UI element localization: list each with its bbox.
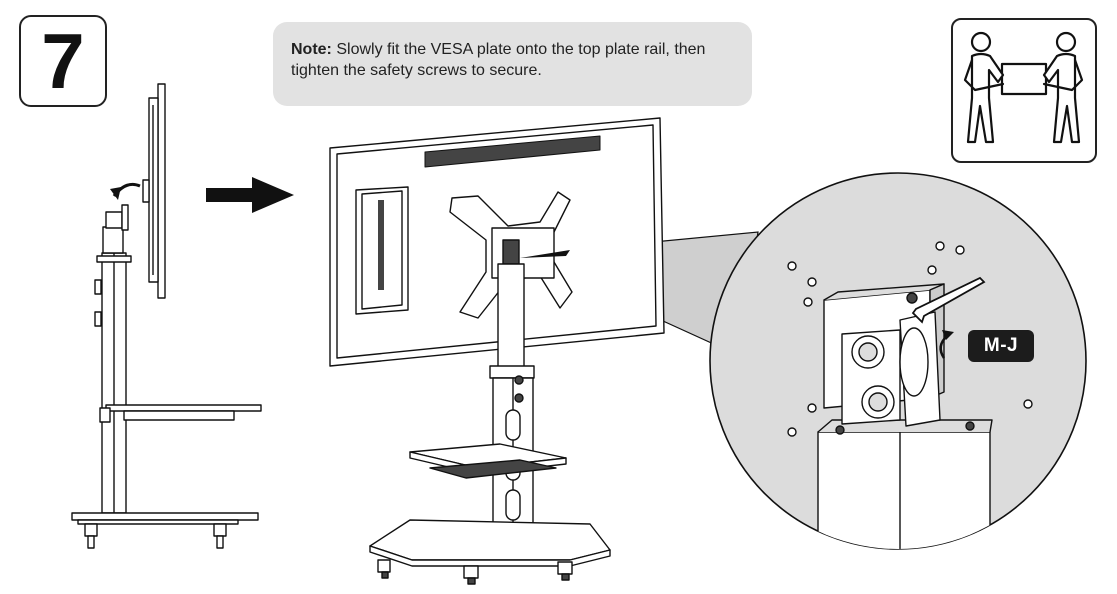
tool-label-text: M-J xyxy=(983,335,1019,356)
step-number: 7 xyxy=(41,17,85,105)
step-number-badge: 7 xyxy=(19,15,107,107)
two-person-figure xyxy=(963,31,1084,144)
side-view-stand xyxy=(71,83,262,549)
note-text: Slowly fit the VESA plate onto the top p… xyxy=(291,41,706,79)
magnified-detail xyxy=(709,172,1087,550)
arrow-right-icon xyxy=(206,177,294,213)
note-label: Note: xyxy=(291,41,332,58)
two-person-lift-icon xyxy=(951,18,1097,163)
note-box: Note: Slowly fit the VESA plate onto the… xyxy=(273,22,752,106)
tool-label-mj: M-J xyxy=(968,330,1034,362)
front-view-stand xyxy=(329,117,665,585)
